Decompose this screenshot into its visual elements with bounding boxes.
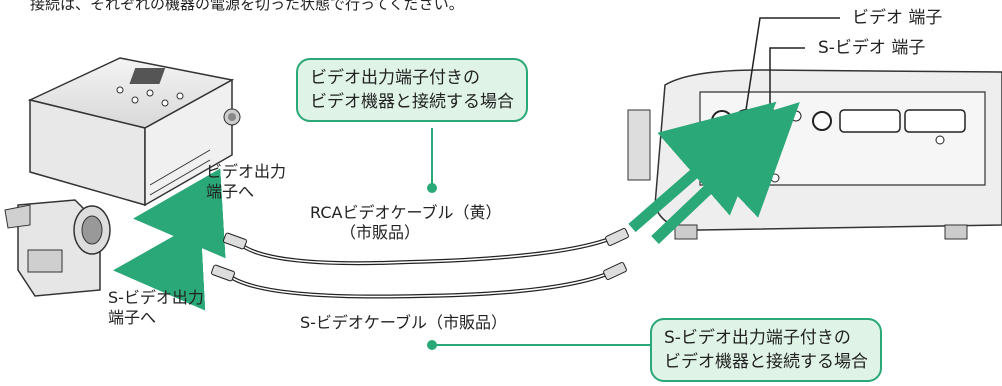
rca-cable-note: （市販品） — [340, 223, 421, 242]
video-callout-line-1: ビデオ出力端子付きの — [310, 68, 480, 88]
video-port-label: ビデオ 端子 — [852, 8, 943, 28]
video-out-line-2: 端子へ — [206, 182, 255, 201]
s-video-port-label: S-ビデオ 端子 — [818, 38, 926, 58]
s-video-output-arrow — [113, 220, 206, 311]
s-video-cable — [211, 261, 627, 299]
s-video-callout-line-1: S-ビデオ出力端子付きの — [664, 328, 851, 348]
rca-cable — [223, 227, 629, 266]
s-video-callout-line-2: ビデオ機器と接続する場合 — [664, 352, 868, 372]
video-out-label: ビデオ出力 端子へ — [206, 162, 286, 202]
video-callout-line-2: ビデオ機器と接続する場合 — [310, 92, 514, 112]
video-port-leader — [745, 17, 840, 111]
video-connection-callout: ビデオ出力端子付きの ビデオ機器と接続する場合 — [296, 58, 528, 122]
s-video-out-line-1: S-ビデオ出力 — [108, 288, 204, 307]
video-callout-dot — [427, 183, 437, 193]
rca-cable-label: RCAビデオケーブル（黄） （市販品） — [310, 203, 501, 243]
s-video-out-line-2: 端子へ — [108, 308, 157, 327]
camcorder-device — [4, 199, 111, 297]
rca-cable-name: RCAビデオケーブル（黄） — [310, 203, 502, 222]
video-output-arrow — [133, 168, 226, 259]
s-video-input-arrow — [651, 102, 800, 244]
video-out-line-1: ビデオ出力 — [206, 162, 287, 181]
header-instruction: 接続は、それぞれの機器の電源を切った状態で行ってください。 — [30, 0, 464, 13]
s-video-port-leader — [769, 47, 805, 110]
s-video-out-label: S-ビデオ出力 端子へ — [108, 288, 204, 328]
s-video-callout-dot — [427, 340, 437, 350]
s-video-cable-label: S-ビデオケーブル（市販品） — [300, 313, 507, 332]
s-video-connection-callout: S-ビデオ出力端子付きの ビデオ機器と接続する場合 — [650, 318, 882, 382]
